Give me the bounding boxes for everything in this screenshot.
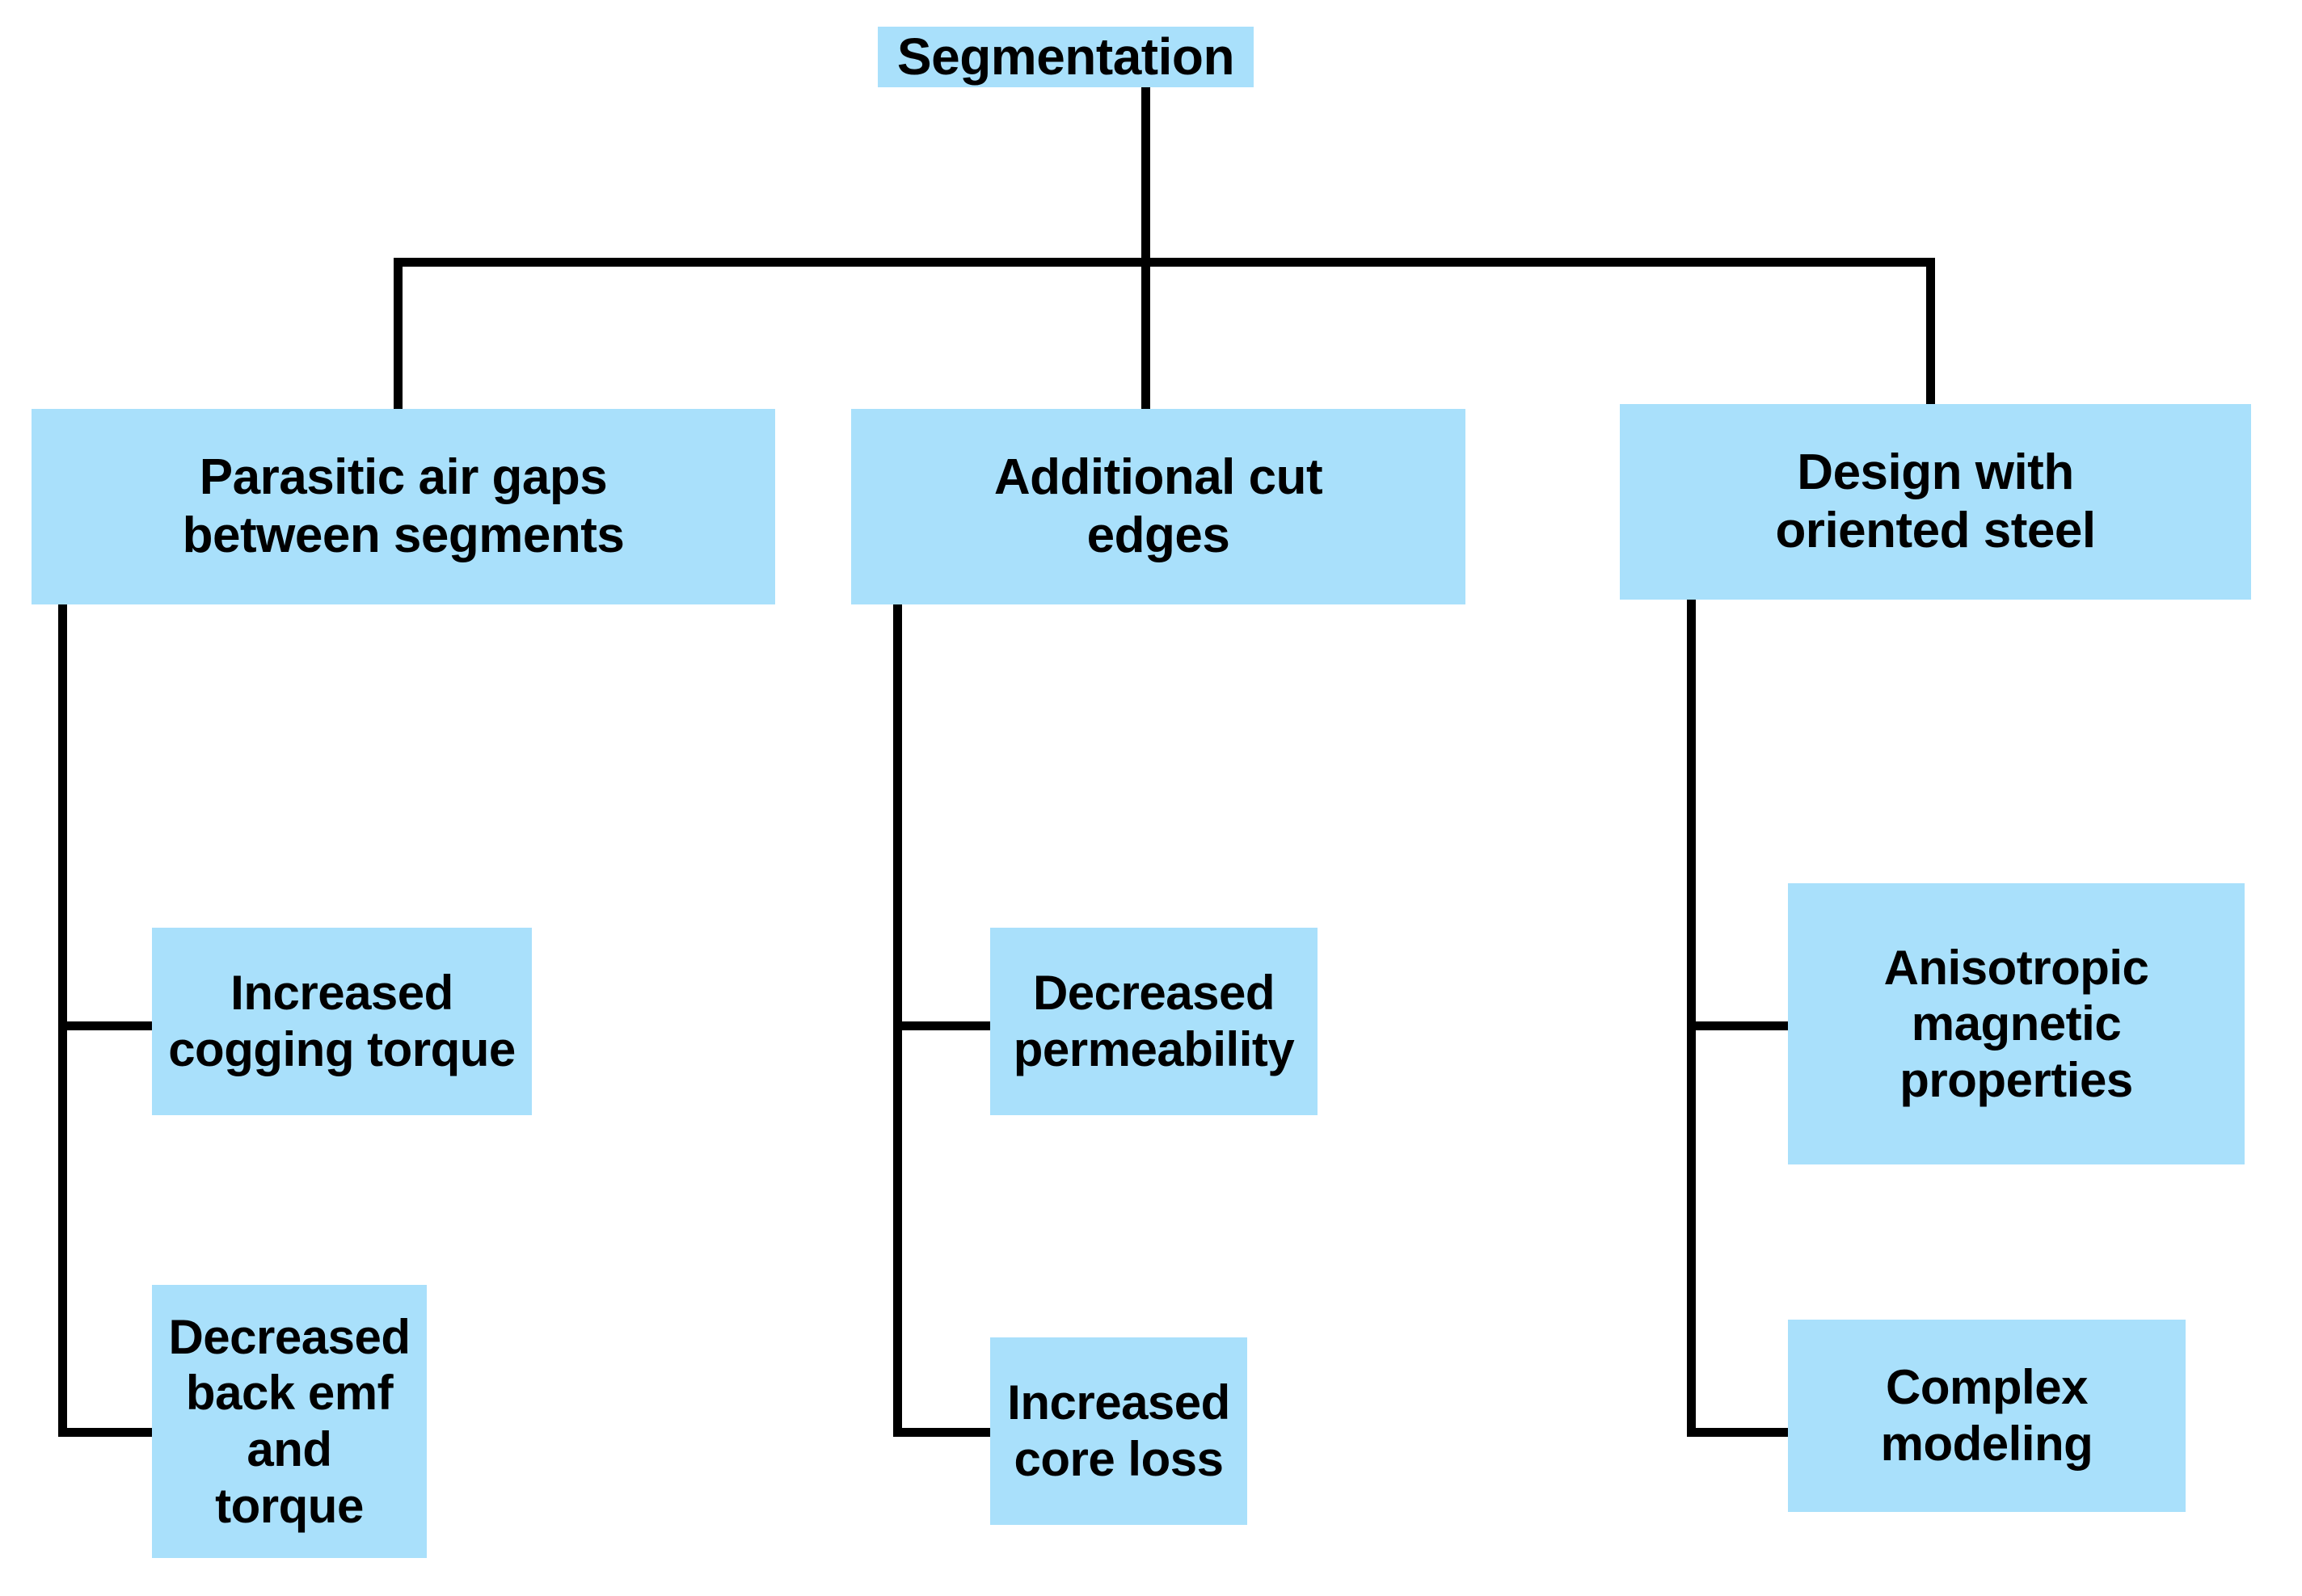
connector-branch-3-child-2-stub [1687,1428,1788,1437]
connector-branch-1-child-2-stub [58,1428,160,1437]
node-increased-core-loss-label: Increased core loss [1007,1375,1230,1486]
node-segmentation[interactable]: Segmentation [878,27,1254,87]
node-decreased-back-emf-and-torque[interactable]: Decreased back emf and torque [152,1285,427,1558]
node-anisotropic-magnetic-properties[interactable]: Anisotropic magnetic properties [1788,883,2245,1164]
connector-branch-1-child-1-stub [58,1021,160,1030]
node-complex-modeling-label: Complex modeling [1880,1360,2093,1471]
node-design-with-oriented-steel[interactable]: Design with oriented steel [1620,404,2251,600]
connector-branch-2-child-2-stub [893,1428,990,1437]
node-decreased-permeability[interactable]: Decreased permeability [990,928,1318,1115]
connector-branch-2-child-1-stub [893,1021,990,1030]
node-decreased-back-emf-and-torque-label: Decreased back emf and torque [168,1309,411,1533]
connector-bus-to-branch-1 [394,258,403,413]
node-additional-cut-edges-label: Additional cut edges [993,449,1323,563]
connector-branch-2-trunk [893,604,902,1437]
node-complex-modeling[interactable]: Complex modeling [1788,1320,2186,1512]
connector-horizontal-bus [394,258,1935,267]
connector-bus-to-branch-3 [1926,258,1935,413]
node-increased-cogging-torque[interactable]: Increased cogging torque [152,928,532,1115]
connector-branch-3-trunk [1687,600,1696,1437]
node-decreased-permeability-label: Decreased permeability [1013,966,1295,1076]
connector-branch-3-child-1-stub [1687,1021,1788,1030]
node-parasitic-air-gaps[interactable]: Parasitic air gaps between segments [32,409,775,604]
connector-branch-1-trunk [58,604,67,1437]
node-additional-cut-edges[interactable]: Additional cut edges [851,409,1465,604]
connector-bus-to-branch-2 [1141,258,1150,413]
node-parasitic-air-gaps-label: Parasitic air gaps between segments [182,449,625,563]
node-segmentation-label: Segmentation [896,27,1235,86]
connector-root-stem [1141,79,1150,265]
node-design-with-oriented-steel-label: Design with oriented steel [1775,444,2096,558]
node-increased-cogging-torque-label: Increased cogging torque [168,966,516,1076]
node-anisotropic-magnetic-properties-label: Anisotropic magnetic properties [1883,940,2149,1107]
node-increased-core-loss[interactable]: Increased core loss [990,1337,1247,1525]
